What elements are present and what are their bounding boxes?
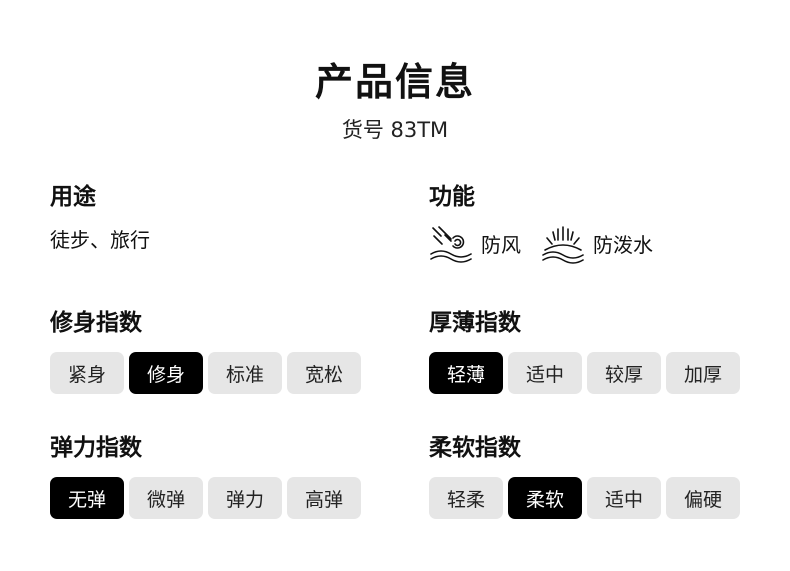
usage-section: 用途 徒步、旅行 (50, 182, 150, 254)
feature-windproof-label: 防风 (481, 233, 521, 257)
feature-water-repellent-label: 防泼水 (593, 233, 653, 257)
elasticity-option-none[interactable]: 无弹 (50, 477, 124, 519)
elasticity-index-options: 无弹 微弹 弹力 高弹 (50, 477, 361, 519)
fit-index-heading: 修身指数 (50, 310, 142, 336)
softness-index-section: 柔软指数 轻柔 柔软 适中 偏硬 (429, 433, 740, 519)
softness-option-gentle[interactable]: 轻柔 (429, 477, 503, 519)
thickness-option-thick[interactable]: 较厚 (587, 352, 661, 394)
page-title: 产品信息 (314, 60, 475, 104)
fit-option-slim[interactable]: 修身 (129, 352, 203, 394)
thickness-index-heading: 厚薄指数 (429, 310, 521, 336)
function-heading: 功能 (429, 184, 475, 210)
thickness-option-medium[interactable]: 适中 (508, 352, 582, 394)
function-section: 功能 防风 (429, 182, 673, 266)
elasticity-option-slight[interactable]: 微弹 (129, 477, 203, 519)
usage-value: 徒步、旅行 (50, 228, 150, 252)
softness-index-heading: 柔软指数 (429, 435, 521, 461)
water-repellent-icon (542, 226, 584, 264)
softness-option-medium[interactable]: 适中 (587, 477, 661, 519)
thickness-option-extra-thick[interactable]: 加厚 (666, 352, 740, 394)
softness-option-soft[interactable]: 柔软 (508, 477, 582, 519)
feature-windproof: 防风 (429, 224, 521, 266)
fit-option-tight[interactable]: 紧身 (50, 352, 124, 394)
elasticity-index-section: 弹力指数 无弹 微弹 弹力 高弹 (50, 433, 361, 519)
fit-option-loose[interactable]: 宽松 (287, 352, 361, 394)
fit-index-options: 紧身 修身 标准 宽松 (50, 352, 361, 394)
feature-water-repellent: 防泼水 (541, 224, 653, 266)
usage-heading: 用途 (50, 184, 96, 210)
product-sku: 货号 83TM (341, 118, 449, 142)
fit-option-regular[interactable]: 标准 (208, 352, 282, 394)
elasticity-index-heading: 弹力指数 (50, 435, 142, 461)
elasticity-option-stretch[interactable]: 弹力 (208, 477, 282, 519)
thickness-index-section: 厚薄指数 轻薄 适中 较厚 加厚 (429, 308, 740, 394)
thickness-index-options: 轻薄 适中 较厚 加厚 (429, 352, 740, 394)
softness-index-options: 轻柔 柔软 适中 偏硬 (429, 477, 740, 519)
softness-option-stiff[interactable]: 偏硬 (666, 477, 740, 519)
fit-index-section: 修身指数 紧身 修身 标准 宽松 (50, 308, 361, 394)
wind-icon (430, 226, 472, 263)
elasticity-option-high[interactable]: 高弹 (287, 477, 361, 519)
thickness-option-light[interactable]: 轻薄 (429, 352, 503, 394)
